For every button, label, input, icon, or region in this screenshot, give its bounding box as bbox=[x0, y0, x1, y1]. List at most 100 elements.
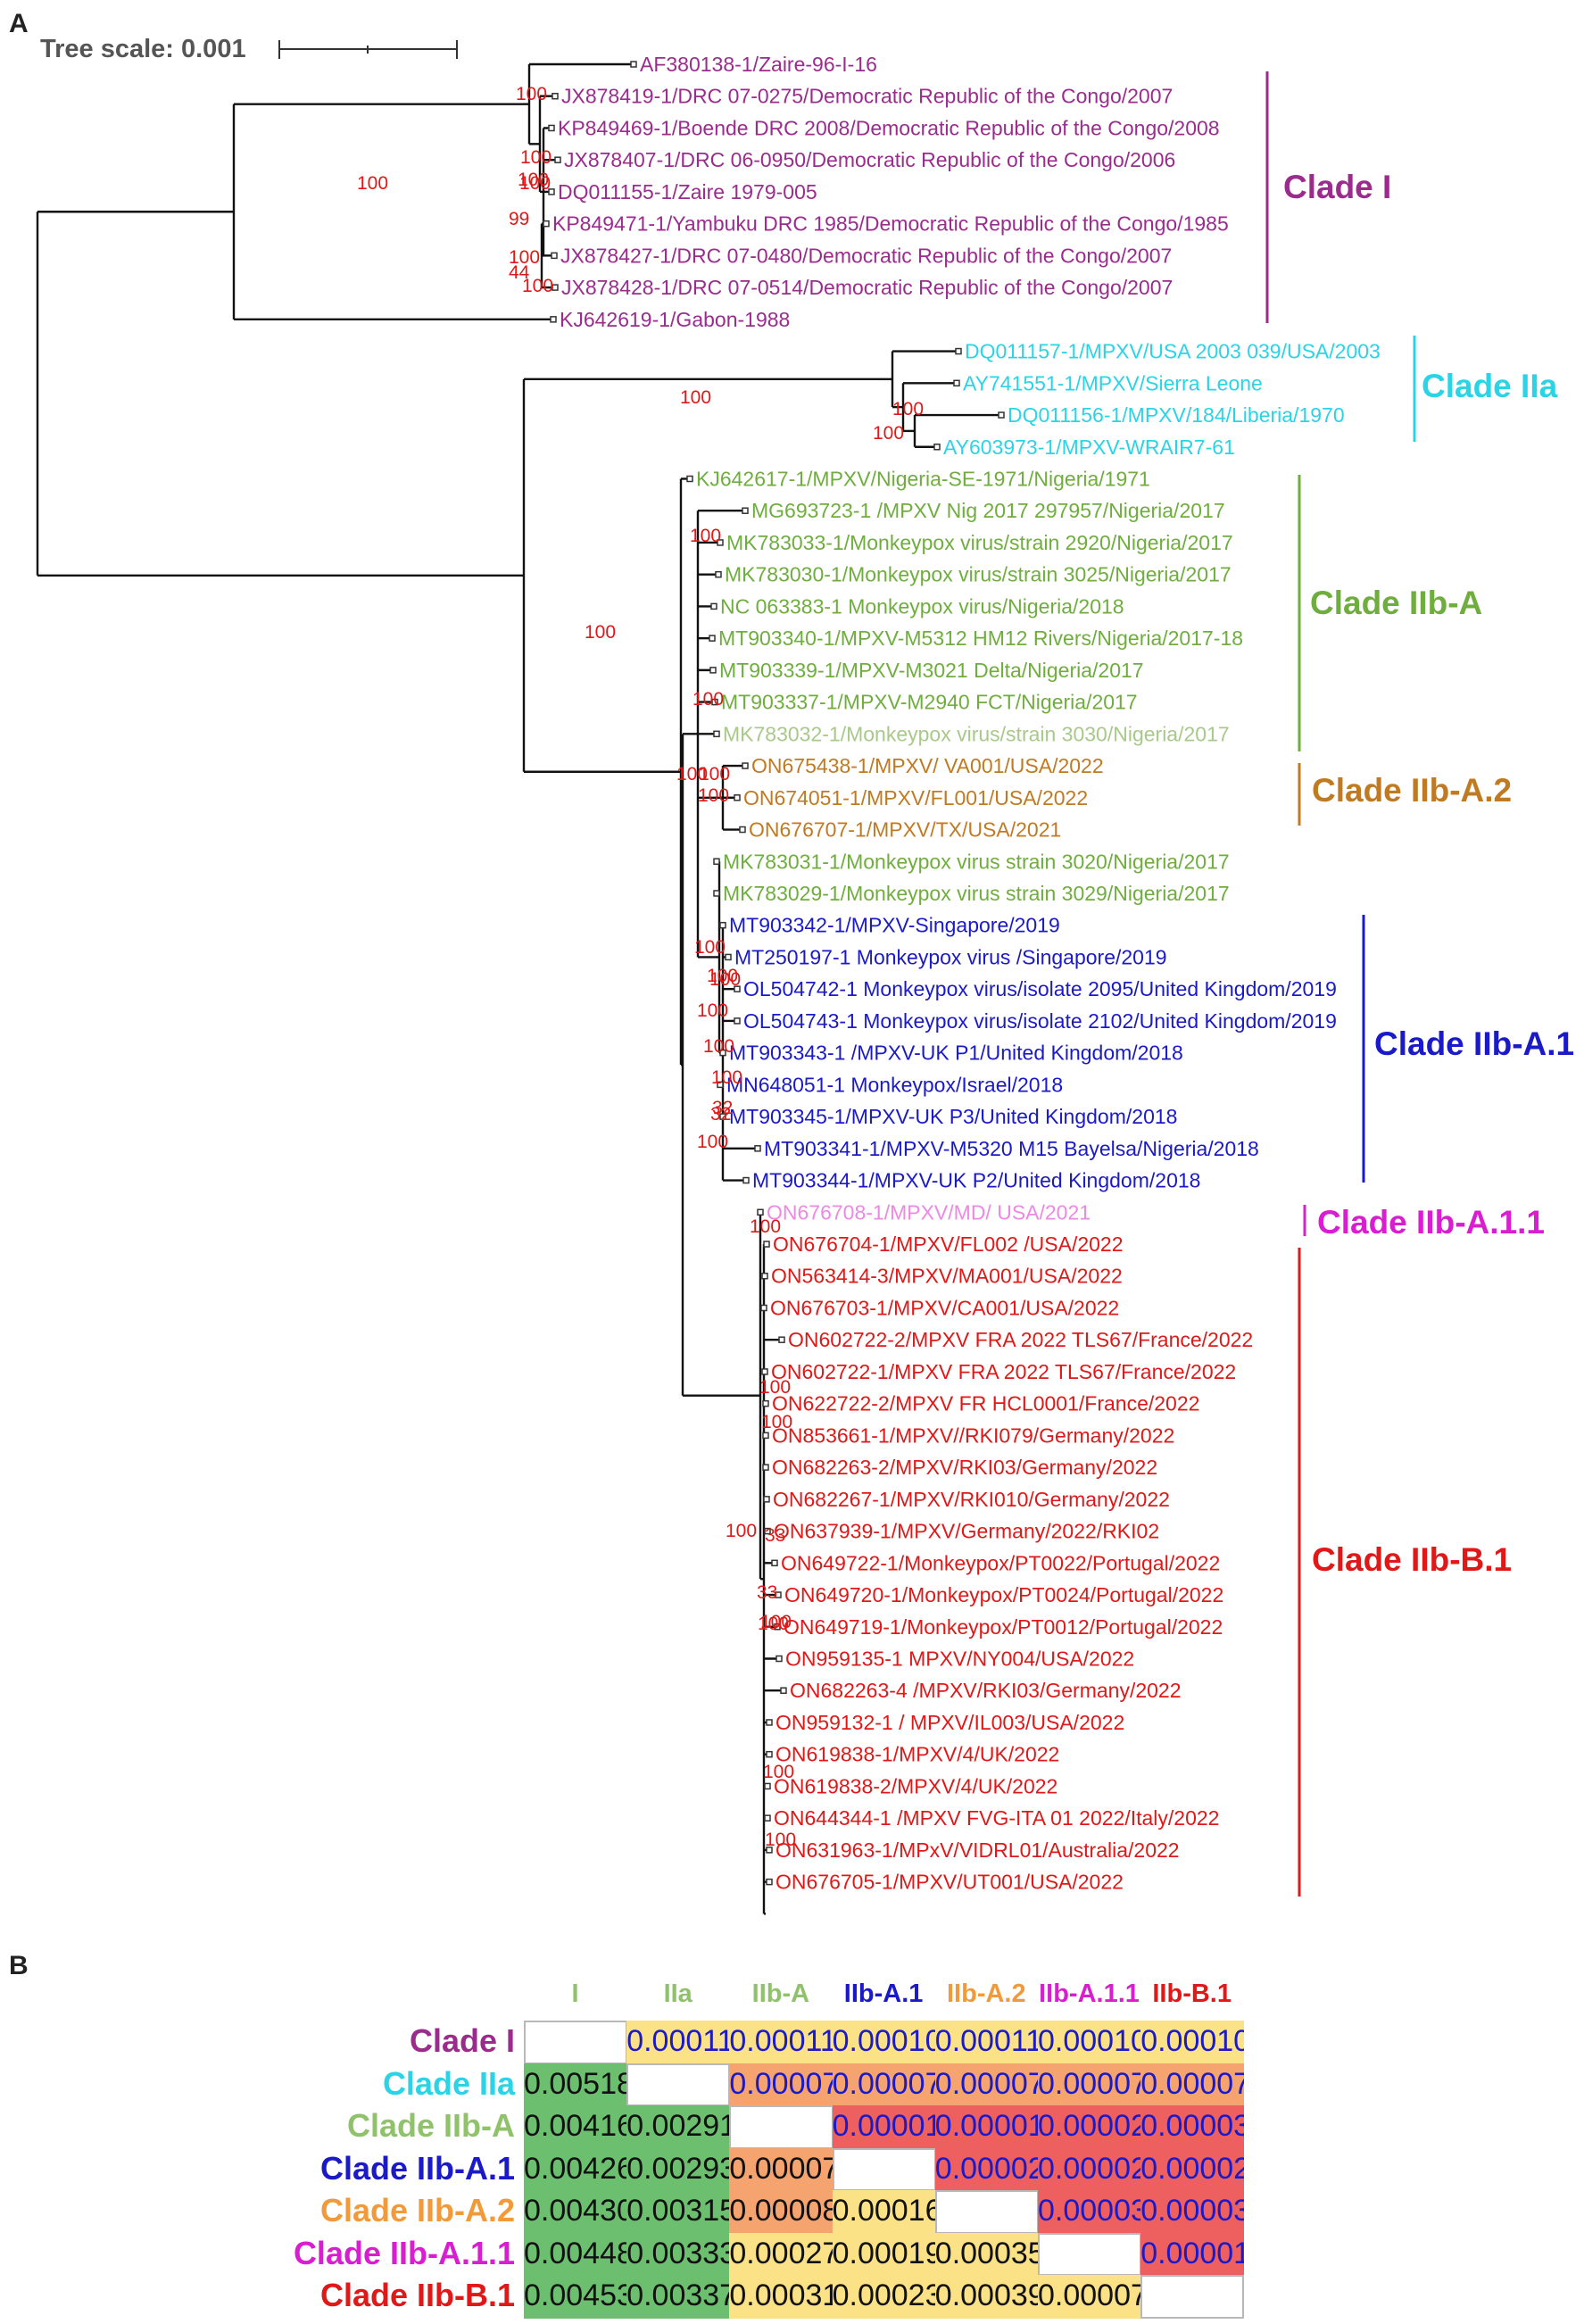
leaf-tip-marker bbox=[719, 1113, 726, 1120]
leaf-label: ON682263-4 /MPXV/RKI03/Germany/2022 bbox=[790, 1679, 1182, 1702]
leaf-tip-marker bbox=[551, 92, 559, 100]
bootstrap-value: 100 bbox=[516, 84, 547, 104]
leaf-label: KJ642619-1/Gabon-1988 bbox=[560, 308, 790, 331]
leaf-label: ON674051-1/MPXV/FL001/USA/2022 bbox=[743, 786, 1088, 809]
leaf-tip-marker bbox=[775, 1591, 782, 1598]
leaf-label: AF380138-1/Zaire-96-I-16 bbox=[640, 53, 877, 76]
bootstrap-value: 100 bbox=[892, 399, 924, 419]
leaf-label: ON676703-1/MPXV/CA001/USA/2022 bbox=[770, 1296, 1119, 1319]
leaf-label: ON676708-1/MPXV/MD/ USA/2021 bbox=[767, 1200, 1091, 1224]
clade-label: Clade I bbox=[1283, 169, 1391, 205]
leaf-label: MT903343-1 /MPXV-UK P1/United Kingdom/20… bbox=[729, 1042, 1183, 1065]
bootstrap-value: 100 bbox=[703, 1036, 734, 1057]
leaf-tip-marker bbox=[761, 1272, 768, 1280]
bootstrap-value: 100 bbox=[726, 1521, 757, 1541]
leaf-label: ON631963-1/MPxV/VIDRL01/Australia/2022 bbox=[775, 1838, 1180, 1862]
leaf-tip-marker bbox=[764, 1527, 771, 1535]
leaf-label: MT903342-1/MPXV-Singapore/2019 bbox=[729, 914, 1060, 937]
leaf-label: MK783029-1/Monkeypox virus strain 3029/N… bbox=[723, 882, 1230, 905]
leaf-tip-marker bbox=[713, 858, 720, 865]
leaf-label: ON959135-1 MPXV/NY004/USA/2022 bbox=[785, 1648, 1134, 1671]
bootstrap-value: 100 bbox=[697, 1000, 728, 1021]
clade-label: Clade IIb-A bbox=[1310, 585, 1482, 621]
leaf-tip-marker bbox=[774, 1623, 781, 1631]
leaf-tip-marker bbox=[709, 667, 717, 674]
clade-label: Clade IIb-B.1 bbox=[1312, 1541, 1512, 1578]
leaf-tip-marker bbox=[771, 1559, 778, 1567]
leaf-tip-marker bbox=[955, 347, 962, 355]
leaf-label: ON602722-2/MPXV FRA 2022 TLS67/France/20… bbox=[788, 1328, 1253, 1351]
leaf-tip-marker bbox=[630, 61, 637, 68]
leaf-label: MT250197-1 Monkeypox virus /Singapore/20… bbox=[734, 945, 1167, 968]
bootstrap-value: 100 bbox=[519, 173, 551, 194]
leaf-tip-marker bbox=[762, 1432, 769, 1440]
bootstrap-value: 100 bbox=[697, 1132, 728, 1152]
leaf-label: JX878407-1/DRC 06-0950/Democratic Republ… bbox=[564, 148, 1175, 171]
leaf-tip-marker bbox=[761, 1368, 768, 1375]
bootstrap-value: 100 bbox=[709, 969, 741, 990]
leaf-label: ON853661-1/MPXV//RKI079/Germany/2022 bbox=[772, 1423, 1174, 1447]
leaf-label: AY741551-1/MPXV/Sierra Leone bbox=[963, 371, 1263, 394]
leaf-label: DQ011157-1/MPXV/USA 2003 039/USA/2003 bbox=[965, 340, 1381, 363]
clade-label: Clade IIb-A.1.1 bbox=[1317, 1204, 1545, 1241]
leaf-tip-marker bbox=[713, 890, 720, 897]
panel-a-letter: A bbox=[9, 9, 29, 38]
leaf-label: JX878427-1/DRC 07-0480/Democratic Republ… bbox=[560, 244, 1172, 267]
leaf-tip-marker bbox=[763, 1241, 770, 1248]
leaf-label: MG693723-1 /MPXV Nig 2017 297957/Nigeria… bbox=[751, 499, 1225, 522]
leaf-tip-marker bbox=[734, 985, 741, 992]
leaf-tip-marker bbox=[760, 1304, 767, 1312]
leaf-tip-marker bbox=[766, 1750, 773, 1758]
leaf-tip-marker bbox=[763, 1496, 770, 1503]
leaf-tip-marker bbox=[713, 730, 720, 738]
leaf-tip-marker bbox=[551, 252, 558, 260]
leaf-label: ON649722-1/Monkeypox/PT0022/Portugal/202… bbox=[781, 1551, 1220, 1574]
leaf-label: MT903345-1/MPXV-UK P3/United Kingdom/201… bbox=[729, 1105, 1177, 1128]
bootstrap-value: 100 bbox=[690, 526, 721, 546]
leaf-tip-marker bbox=[742, 507, 749, 514]
leaf-tip-marker bbox=[762, 1464, 769, 1471]
leaf-tip-marker bbox=[780, 1687, 787, 1694]
bootstrap-value: 33 bbox=[765, 1525, 785, 1546]
bootstrap-value: 100 bbox=[698, 785, 729, 806]
leaf-label: ON602722-1/MPXV FRA 2022 TLS67/France/20… bbox=[771, 1360, 1236, 1383]
leaf-label: NC 063383-1 Monkeypox virus/Nigeria/2018 bbox=[720, 594, 1124, 618]
bootstrap-value: 100 bbox=[585, 622, 616, 643]
leaf-tip-marker bbox=[778, 1336, 785, 1343]
leaf-label: ON676707-1/MPXV/TX/USA/2021 bbox=[749, 818, 1061, 842]
leaf-tip-marker bbox=[762, 1399, 769, 1407]
leaf-tip-marker bbox=[742, 1176, 750, 1184]
leaf-label: KJ642617-1/MPXV/Nigeria-SE-1971/Nigeria/… bbox=[696, 467, 1150, 490]
leaf-label: JX878419-1/DRC 07-0275/Democratic Republ… bbox=[561, 85, 1173, 108]
leaf-label: ON644344-1 /MPXV FVG-ITA 01 2022/Italy/2… bbox=[774, 1806, 1219, 1830]
leaf-label: ON619838-2/MPXV/4/UK/2022 bbox=[774, 1774, 1057, 1797]
bootstrap-value: 100 bbox=[761, 1412, 792, 1432]
leaf-label: ON563414-3/MPXV/MA001/USA/2022 bbox=[771, 1265, 1123, 1288]
bootstrap-value: 44 bbox=[509, 262, 530, 283]
leaf-label: ON676704-1/MPXV/FL002 /USA/2022 bbox=[773, 1233, 1124, 1256]
panel-b-letter: B bbox=[9, 1951, 29, 1980]
leaf-tip-marker bbox=[764, 1814, 771, 1822]
leaf-tip-marker bbox=[734, 1017, 741, 1025]
leaf-tip-marker bbox=[548, 188, 555, 195]
bootstrap-value: 32 bbox=[710, 1104, 731, 1125]
leaf-tip-marker bbox=[734, 794, 741, 801]
leaf-tip-marker bbox=[725, 953, 732, 961]
bootstrap-value: 33 bbox=[757, 1582, 777, 1603]
leaf-tip-marker bbox=[764, 1782, 771, 1790]
leaf-tip-marker bbox=[686, 475, 693, 483]
leaf-label: ON675438-1/MPXV/ VA001/USA/2022 bbox=[751, 754, 1104, 777]
leaf-label: DQ011156-1/MPXV/184/Liberia/1970 bbox=[1008, 403, 1345, 427]
leaf-tip-marker bbox=[775, 1655, 783, 1663]
leaf-label: OL504742-1 Monkeypox virus/isolate 2095/… bbox=[743, 977, 1337, 1000]
leaf-tip-marker bbox=[933, 444, 941, 451]
leaf-tip-marker bbox=[766, 1847, 773, 1854]
leaf-label: MT903341-1/MPXV-M5320 M15 Bayelsa/Nigeri… bbox=[764, 1137, 1259, 1160]
bootstrap-values: 1001001001001009910044100100100100100100… bbox=[357, 84, 924, 1850]
bootstrap-value: 100 bbox=[707, 966, 738, 986]
bootstrap-value: 100 bbox=[763, 1762, 794, 1782]
bootstrap-value: 100 bbox=[692, 689, 724, 710]
tree-scale-bar bbox=[278, 40, 458, 59]
